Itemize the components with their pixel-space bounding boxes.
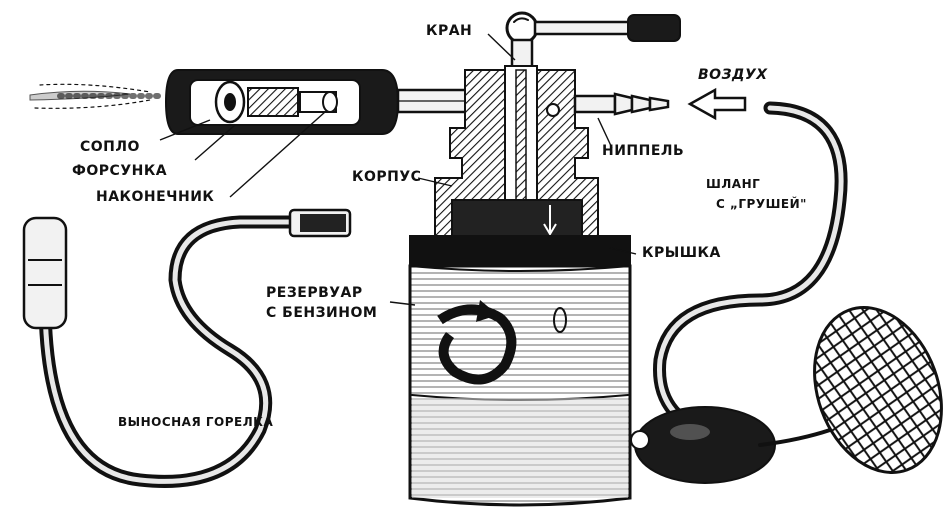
label-forsunka: ФОРСУНКА xyxy=(72,163,168,179)
label-kran: КРАН xyxy=(426,23,473,39)
reservoir xyxy=(408,235,632,507)
valve-handle xyxy=(505,11,681,72)
label-shlang-line2: С „ГРУШЕЙ" xyxy=(716,197,807,211)
label-nakonechnik: НАКОНЕЧНИК xyxy=(96,189,215,205)
label-kryshka: КРЫШКА xyxy=(642,245,721,261)
air-arrow xyxy=(687,87,747,121)
label-vozdukh: ВОЗДУХ xyxy=(698,67,768,83)
hose-with-bulb xyxy=(630,101,943,484)
label-korpus: КОРПУС xyxy=(352,169,422,185)
remote-burner xyxy=(22,208,352,488)
label-rezervuar-line2: С БЕНЗИНОМ xyxy=(266,305,378,321)
burner-tube xyxy=(164,69,472,135)
label-soplo: СОПЛО xyxy=(80,139,140,155)
pump-body xyxy=(434,65,599,247)
leader-lines xyxy=(159,33,637,306)
label-nippel: НИППЕЛЬ xyxy=(602,143,685,159)
label-shlang-line1: ШЛАНГ xyxy=(706,177,761,191)
label-vynosnaya-gorelka: ВЫНОСНАЯ ГОРЕЛКА xyxy=(118,415,274,429)
flame-spray xyxy=(29,83,163,109)
label-rezervuar-line1: РЕЗЕРВУАР xyxy=(266,285,363,301)
nipple-fitting xyxy=(573,92,670,116)
